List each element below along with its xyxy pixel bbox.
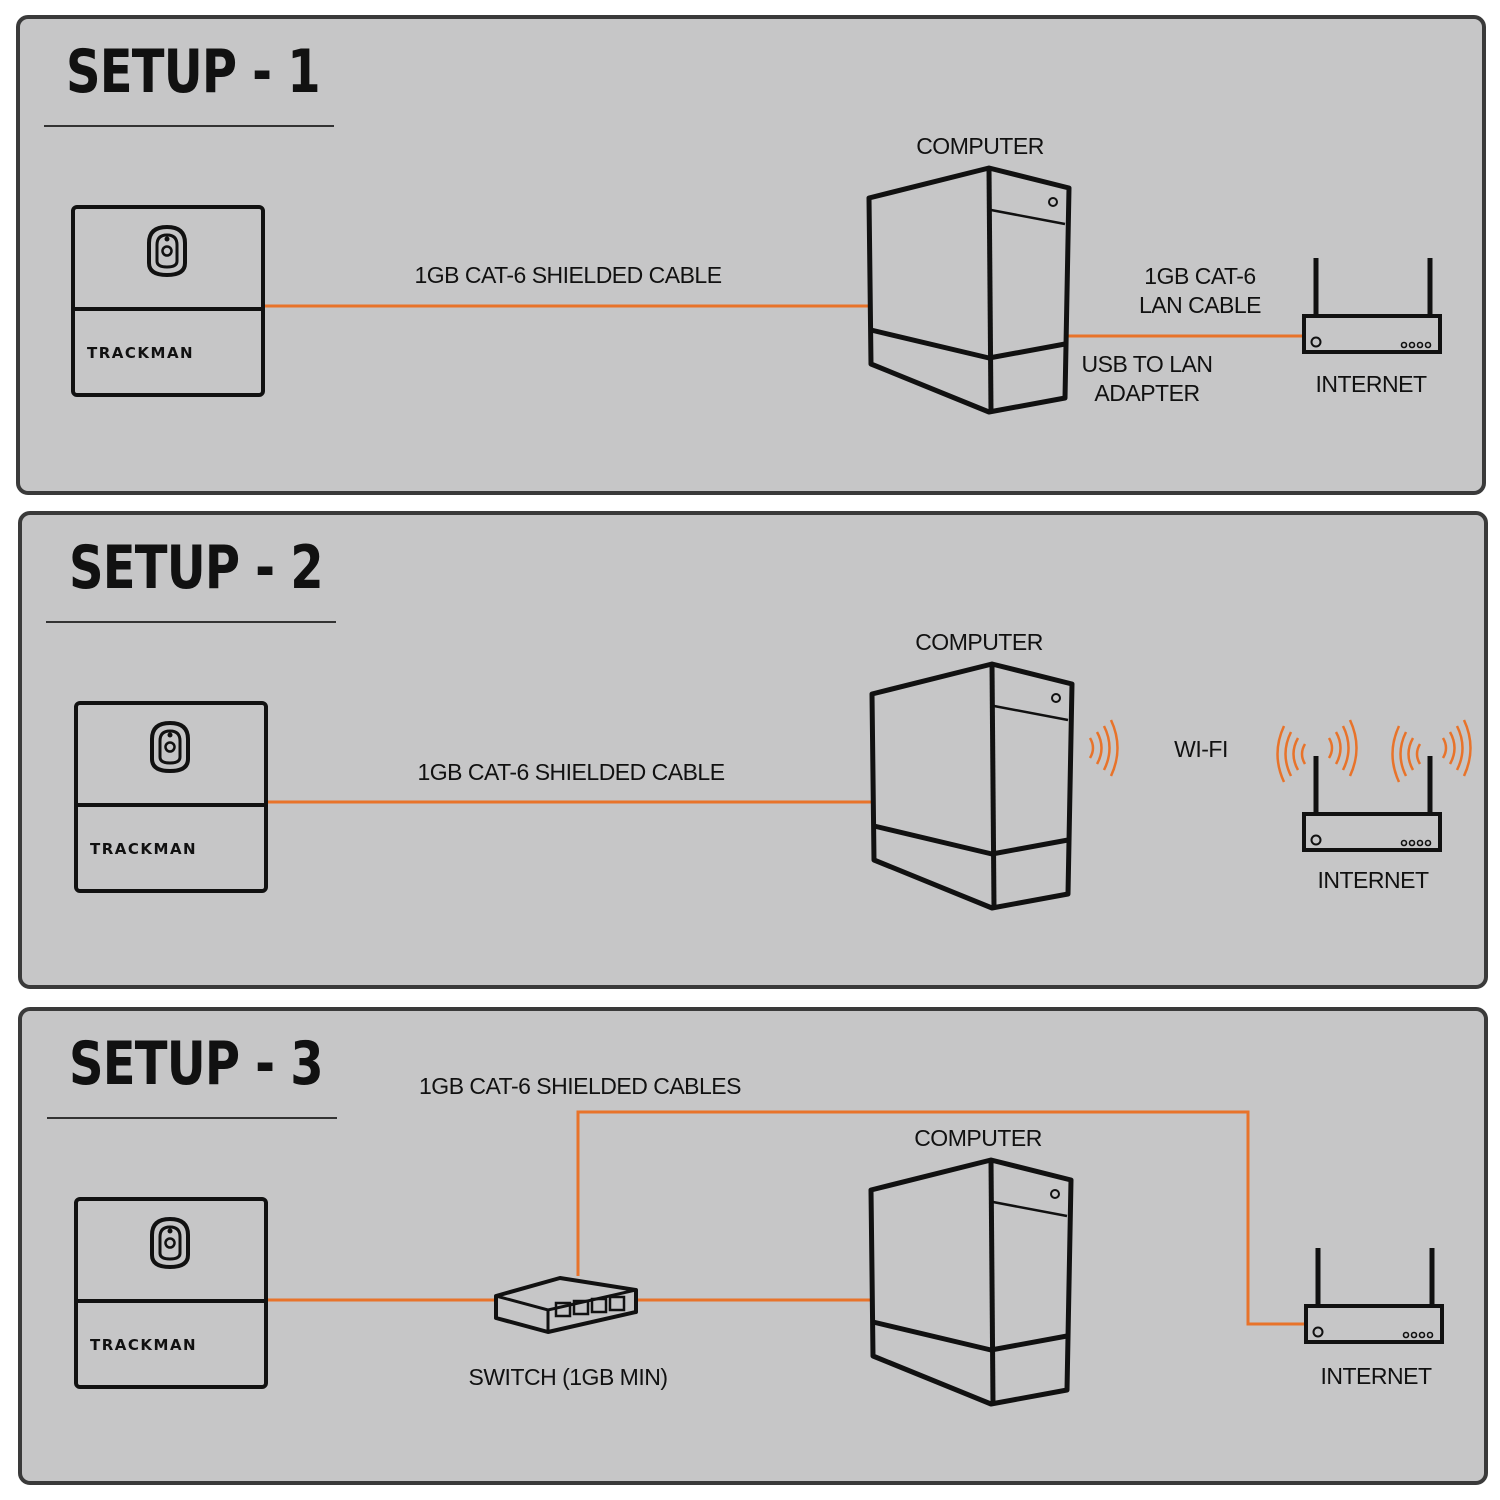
setup-1-adapter-label-line-2: ADAPTER <box>1094 379 1200 406</box>
setup-1-trackman-unit: TRACKMAN <box>71 205 265 397</box>
setup-3-panel <box>18 1007 1488 1485</box>
setup-3-computer-label: COMPUTER <box>914 1125 1042 1151</box>
setup-2-computer <box>872 664 1072 908</box>
router-wifi-right-outer-icon <box>1441 718 1472 778</box>
setup-1-title-rule <box>44 125 334 127</box>
network-switch <box>494 1276 638 1334</box>
setup-1-lan-cable-label-line-2: LAN CABLE <box>1138 291 1262 318</box>
setup-3-diagram: TRACKMAN <box>74 1110 1442 1404</box>
setup-1-computer <box>869 168 1069 412</box>
setup-1-cable-label: 1GB CAT-6 SHIELDED CABLE <box>414 262 722 288</box>
setup-2-panel <box>18 511 1488 989</box>
setup-3-computer <box>871 1160 1071 1404</box>
setup-1-lan-cable-label: 1GB CAT-6 LAN CABLE <box>1138 262 1262 320</box>
setup-1-trackman-label: TRACKMAN <box>87 344 194 362</box>
setup-1-title: SETUP - 1 <box>66 37 321 107</box>
setup-2-router <box>1304 756 1440 850</box>
setup-2-trackman-label: TRACKMAN <box>90 840 197 858</box>
setup-3-title-rule <box>47 1117 337 1119</box>
setup-3-trackman-unit: TRACKMAN <box>74 1197 268 1389</box>
router-wifi-right-icon <box>1391 724 1422 784</box>
setup-3-cables-label: 1GB CAT-6 SHIELDED CABLES <box>419 1073 741 1099</box>
setup-1-adapter-label-line-1: USB TO LAN <box>1081 351 1213 377</box>
setup-1-diagram: TRACKMAN <box>71 168 1440 412</box>
router-wifi-left-outer-icon <box>1327 718 1358 778</box>
setup-3-trackman-label: TRACKMAN <box>90 1336 197 1354</box>
router-wifi-left-icon <box>1276 724 1307 784</box>
setup-3-internet-label: INTERNET <box>1320 1363 1433 1389</box>
setup-1-internet-label: INTERNET <box>1315 371 1428 397</box>
setup-3-switch-label: SWITCH (1GB MIN) <box>468 1364 669 1390</box>
setup-1-lan-cable-label-line-1: 1GB CAT-6 <box>1144 263 1256 289</box>
setup-3-router-cable <box>576 1110 1306 1326</box>
setup-2-diagram: TRACKMAN <box>74 664 1472 908</box>
setup-1-computer-label: COMPUTER <box>916 133 1044 159</box>
setup-2-internet-label: INTERNET <box>1317 867 1430 893</box>
setup-2-computer-label: COMPUTER <box>915 629 1043 655</box>
setup-2-title-rule <box>46 621 336 623</box>
setup-2-trackman-unit: TRACKMAN <box>74 701 268 893</box>
setup-2-wifi-label: WI-FI <box>1174 736 1228 762</box>
setup-1-router <box>1304 258 1440 352</box>
setup-2-title: SETUP - 2 <box>69 533 324 603</box>
setup-2-cable-label: 1GB CAT-6 SHIELDED CABLE <box>417 759 725 785</box>
setup-3-router <box>1306 1248 1442 1342</box>
computer-wifi-icon <box>1088 718 1119 778</box>
setup-3-title: SETUP - 3 <box>69 1029 324 1099</box>
setup-1-adapter-label: USB TO LAN ADAPTER <box>1082 350 1213 408</box>
